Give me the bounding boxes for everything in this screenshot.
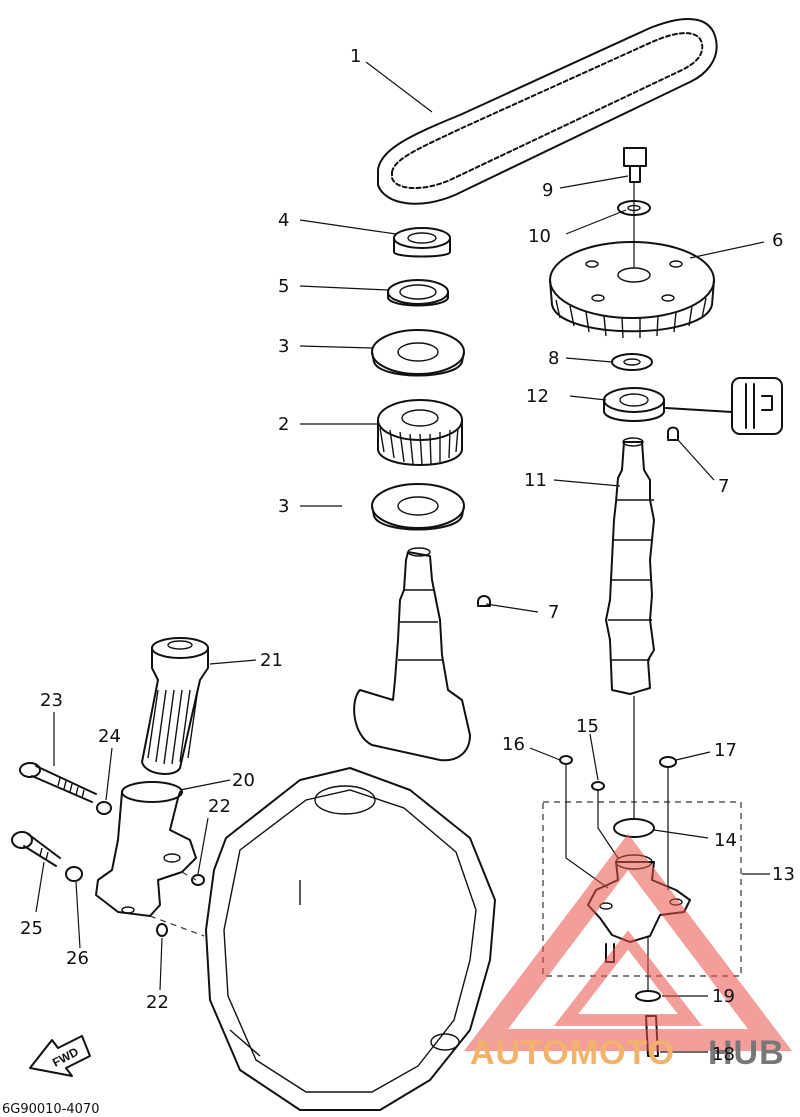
timing-belt [377, 17, 718, 205]
washer-part-19 [635, 990, 661, 1002]
callout-3a: 3 [278, 336, 289, 357]
washer-part-26 [65, 866, 83, 882]
callout-4: 4 [278, 210, 289, 231]
callout-16: 16 [502, 734, 525, 755]
callout-21: 21 [260, 650, 283, 671]
strainer-housing-part [95, 781, 197, 917]
leader-lines [35, 61, 770, 1053]
diagram-code: 6G90010-4070 [2, 1102, 99, 1117]
callout-3b: 3 [278, 496, 289, 517]
o-ring-part-22a [191, 874, 205, 886]
watermark-triangle-inner [553, 930, 703, 1026]
callout-6: 6 [772, 230, 783, 251]
watermark-triangle [463, 833, 793, 1051]
callout-17: 17 [714, 740, 737, 761]
callout-22a: 22 [208, 796, 231, 817]
callout-23: 23 [40, 690, 63, 711]
nut-part [393, 227, 451, 258]
callout-7b: 7 [548, 602, 559, 623]
o-ring-part-16 [559, 755, 573, 765]
callout-10: 10 [528, 226, 551, 247]
callout-20: 20 [232, 770, 255, 791]
callout-2: 2 [278, 414, 289, 435]
watermark-logo [463, 833, 793, 1051]
o-ring-part-17 [659, 756, 677, 768]
fwd-arrow-icon: FWD [29, 1035, 91, 1077]
callout-26: 26 [66, 948, 89, 969]
o-ring-part-22b [156, 923, 168, 937]
callout-14: 14 [714, 830, 737, 851]
crankcase-part [205, 767, 496, 1111]
callout-13: 13 [772, 864, 795, 885]
callout-22b: 22 [146, 992, 169, 1013]
callout-9: 9 [542, 180, 553, 201]
watermark-text-auto: AUTOMOTO [470, 1034, 675, 1072]
bolt-part-9 [623, 147, 647, 183]
washer-part-24 [96, 801, 112, 815]
callout-5: 5 [278, 276, 289, 297]
woodruff-key-lower [477, 595, 491, 607]
callout-12: 12 [526, 386, 549, 407]
callout-11: 11 [524, 470, 547, 491]
callout-18: 18 [712, 1044, 735, 1065]
bolt-part-25 [11, 831, 61, 867]
callout-24: 24 [98, 726, 121, 747]
plate-lower-part [371, 483, 465, 531]
watermark-text-hub: HUB [708, 1034, 785, 1072]
callout-15: 15 [576, 716, 599, 737]
cam-pulley-part [549, 241, 715, 339]
crank-pulley-part [377, 399, 463, 466]
woodruff-key-upper [667, 426, 679, 441]
washer-part-8 [611, 353, 653, 371]
callout-8: 8 [548, 348, 559, 369]
plate-upper-part [371, 329, 465, 377]
callout-19: 19 [712, 986, 735, 1007]
oil-pump-assembly-box [542, 801, 742, 977]
crankshaft-part [353, 547, 471, 762]
oil-filter-part [141, 637, 209, 775]
callout-25: 25 [20, 918, 43, 939]
oil-seal-part [603, 387, 665, 422]
fwd-label: FWD [50, 1044, 81, 1069]
o-ring-part-15 [591, 781, 605, 791]
o-ring-part-14 [613, 818, 655, 838]
bolt-part-23 [19, 762, 97, 803]
callout-7a: 7 [718, 476, 729, 497]
callout-labels: 1 2 3 3 4 5 6 7 7 8 9 10 11 12 13 14 15 … [20, 46, 795, 1065]
seal-direction-inset [665, 377, 783, 435]
callout-1: 1 [350, 46, 361, 67]
camshaft-part [605, 437, 655, 695]
washer-part [387, 279, 449, 307]
